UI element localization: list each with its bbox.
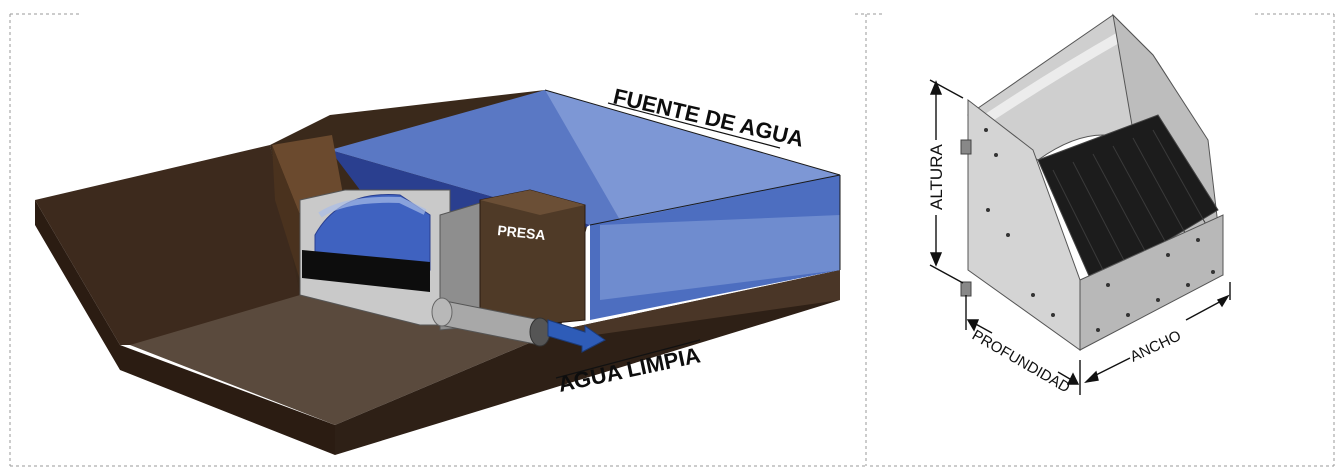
unit-screen-face bbox=[1037, 114, 1219, 286]
screen-unit-panel: ALTURA PROFUNDIDAD ANCHO bbox=[868, 0, 1339, 471]
terrain-left-slope bbox=[35, 145, 305, 345]
collection-channel bbox=[302, 250, 430, 292]
unit-left-plate bbox=[967, 98, 1081, 351]
label-presa: PRESA bbox=[497, 222, 547, 243]
label-profundidad: PROFUNDIDAD bbox=[969, 327, 1073, 397]
dimension-width bbox=[1083, 282, 1231, 384]
unit-bracket-bottom bbox=[960, 281, 972, 297]
label-altura: ALTURA bbox=[927, 144, 946, 210]
label-ancho: ANCHO bbox=[1128, 327, 1184, 365]
terrain-front-face bbox=[35, 200, 335, 455]
terrain-right-bank bbox=[560, 270, 840, 340]
dam-wall-left-face bbox=[272, 145, 300, 280]
dam-wall-right-top bbox=[480, 190, 585, 215]
water-light-front bbox=[600, 215, 840, 300]
unit-bracket-top bbox=[960, 139, 972, 155]
water-light-top bbox=[545, 90, 840, 220]
coanda-screen bbox=[314, 194, 431, 271]
screen-unit-illustration: ALTURA PROFUNDIDAD ANCHO bbox=[927, 13, 1231, 397]
flow-arrow bbox=[547, 319, 606, 353]
dimension-height bbox=[929, 79, 964, 284]
outlet-pipe-mouth bbox=[529, 317, 551, 347]
dam-scene-panel: FUENTE DE AGUA PRESA AGUA LIMPIA bbox=[35, 84, 841, 455]
dam-scene-illustration: FUENTE DE AGUA PRESA AGUA LIMPIA bbox=[35, 84, 841, 455]
dimension-depth bbox=[965, 295, 1081, 395]
